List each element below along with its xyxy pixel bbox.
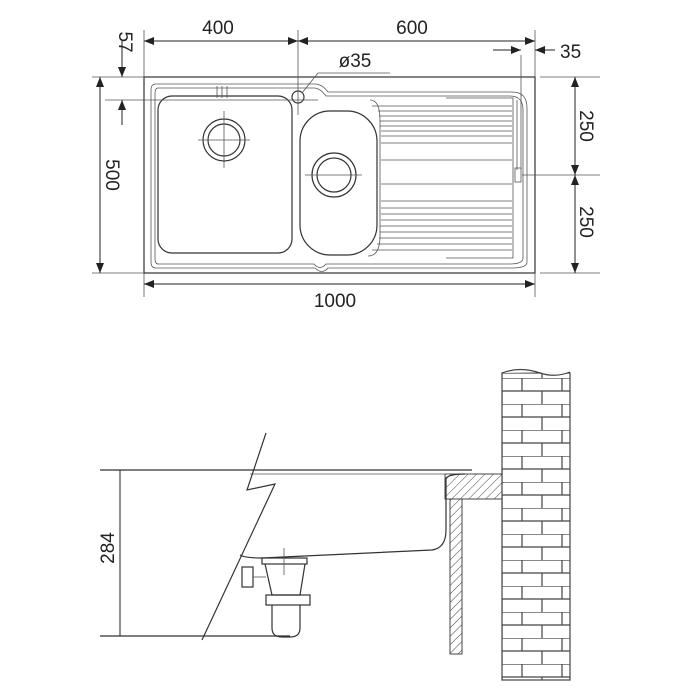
countertop-section bbox=[444, 473, 503, 500]
dim-250-upper: 250 bbox=[575, 110, 596, 142]
cabinet-side bbox=[449, 498, 463, 655]
brick-wall bbox=[501, 372, 571, 681]
right-bowl bbox=[299, 110, 378, 256]
dim-1000: 1000 bbox=[314, 291, 356, 312]
wall-break bbox=[501, 368, 571, 376]
dim-400: 400 bbox=[202, 18, 234, 39]
dim-tap-hole: ø35 bbox=[339, 51, 372, 72]
dim-35: 35 bbox=[560, 42, 581, 63]
dim-284: 284 bbox=[98, 532, 119, 564]
side-view: 284 bbox=[98, 368, 571, 681]
left-bowl bbox=[157, 95, 293, 254]
dim-250-lower: 250 bbox=[575, 206, 596, 238]
dim-500: 500 bbox=[101, 159, 122, 191]
overflow-slot bbox=[216, 86, 228, 98]
bowl-profile bbox=[239, 473, 466, 559]
break-line bbox=[201, 432, 277, 641]
drainer-ribs bbox=[367, 97, 522, 259]
sink-rim-inner bbox=[154, 87, 524, 268]
dim-57: 57 bbox=[114, 31, 135, 52]
dimension-lines bbox=[92, 30, 600, 297]
drain-trap bbox=[241, 548, 311, 638]
sink-rim bbox=[150, 83, 528, 272]
top-view: 400 600 57 ø35 35 500 250 250 1000 bbox=[92, 18, 600, 312]
left-drain bbox=[198, 111, 250, 168]
right-drain bbox=[305, 152, 362, 198]
dim-600: 600 bbox=[396, 18, 428, 39]
